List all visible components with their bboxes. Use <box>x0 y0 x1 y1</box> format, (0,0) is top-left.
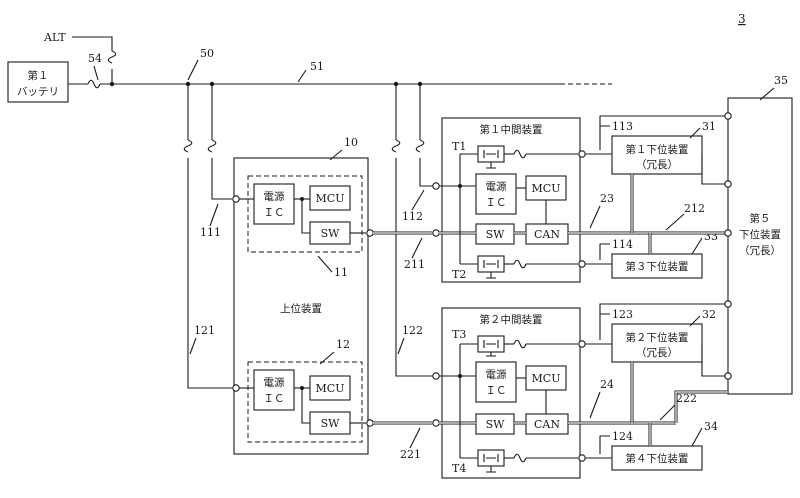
power-ic-4-l2: ＩＣ <box>486 385 507 397</box>
power-ic-4-l1: 電源 <box>486 368 507 381</box>
lower-device-2 <box>611 323 703 363</box>
power-ic-1-l2: ＩＣ <box>264 207 285 219</box>
alt-fuse <box>107 50 117 64</box>
ref-212: 212 <box>684 202 705 215</box>
group-11 <box>247 175 363 253</box>
transistor-t1: T1 <box>452 140 466 153</box>
lower-device-5-l1: 第５ <box>750 212 771 225</box>
ref-111: 111 <box>200 226 221 239</box>
mcu-4-label: MCU <box>532 372 561 385</box>
mcu-2-label: MCU <box>316 382 345 395</box>
ref-35: 35 <box>774 74 788 87</box>
ref-221: 221 <box>400 448 421 461</box>
power-ic-3 <box>475 173 517 215</box>
power-ic-2-l2: ＩＣ <box>264 393 285 405</box>
power-ic-3-l1: 電源 <box>486 180 507 193</box>
lower-device-5 <box>727 97 793 395</box>
battery-box <box>7 61 69 103</box>
power-ic-2-l1: 電源 <box>264 376 285 389</box>
ref-122: 122 <box>402 324 423 337</box>
power-ic-4 <box>475 361 517 403</box>
intermediate-2-label: 第２中間装置 <box>480 313 543 326</box>
ref-23: 23 <box>600 192 614 205</box>
ref-11: 11 <box>334 266 348 279</box>
ref-12: 12 <box>336 338 350 351</box>
sw-2-label: SW <box>321 417 341 430</box>
mcu-1-label: MCU <box>316 192 345 205</box>
ref-112: 112 <box>402 210 423 223</box>
battery-fuse <box>87 79 101 89</box>
lower-device-2-l1: 第２下位装置 <box>626 331 689 344</box>
ref-113: 113 <box>612 120 633 133</box>
ref-211: 211 <box>404 258 425 271</box>
ref-24: 24 <box>600 378 614 391</box>
can-2-label: CAN <box>534 418 560 431</box>
alt-label: ALT <box>43 31 66 44</box>
intermediate-2-box <box>441 307 581 479</box>
ref-34: 34 <box>704 420 718 433</box>
ref-54: 54 <box>88 52 102 65</box>
sw-4-label: SW <box>486 418 506 431</box>
sw-3-label: SW <box>486 228 506 241</box>
lower-device-3 <box>611 253 703 279</box>
lower-device-5-l2: 下位装置 <box>739 228 781 241</box>
lower-device-1-l1: 第１下位装置 <box>626 143 689 156</box>
ref-10: 10 <box>344 136 358 149</box>
mcu-1 <box>309 185 351 211</box>
ref-222: 222 <box>676 392 697 405</box>
lower-device-3-label: 第３下位装置 <box>626 260 689 273</box>
power-ic-3-l2: ＩＣ <box>486 197 507 209</box>
upper-device-box <box>233 157 369 455</box>
ref-50: 50 <box>200 47 214 60</box>
lower-device-1-l2: （冗長） <box>636 159 678 171</box>
power-ic-1 <box>253 183 295 225</box>
ref-121: 121 <box>194 324 215 337</box>
transistor-t3: T3 <box>452 328 466 341</box>
battery-label-2: バッテリ <box>17 86 59 98</box>
ref-51: 51 <box>310 60 324 73</box>
transistor-t2: T2 <box>452 268 466 281</box>
mcu-3-label: MCU <box>532 182 561 195</box>
alt-line <box>72 36 113 51</box>
power-ic-2 <box>253 369 295 411</box>
power-ic-1-l1: 電源 <box>264 190 285 203</box>
ref-31: 31 <box>702 120 716 133</box>
can-1-label: CAN <box>534 228 560 241</box>
lower-device-2-l2: （冗長） <box>636 347 678 359</box>
transistor-t4: T4 <box>452 462 466 475</box>
sw-1-label: SW <box>321 227 341 240</box>
upper-device-label: 上位装置 <box>280 302 322 315</box>
battery-label-1: 第１ <box>28 69 49 82</box>
lower-device-5-l3: （冗長） <box>739 245 781 257</box>
group-12 <box>247 361 363 443</box>
ref-32: 32 <box>702 308 716 321</box>
figure-number: 3 <box>738 12 746 26</box>
ref-124: 124 <box>612 430 633 443</box>
intermediate-1-box <box>441 117 581 283</box>
ref-123: 123 <box>612 308 633 321</box>
ref-114: 114 <box>612 238 633 251</box>
intermediate-1-label: 第１中間装置 <box>480 123 543 136</box>
lower-device-4-label: 第４下位装置 <box>626 452 689 465</box>
